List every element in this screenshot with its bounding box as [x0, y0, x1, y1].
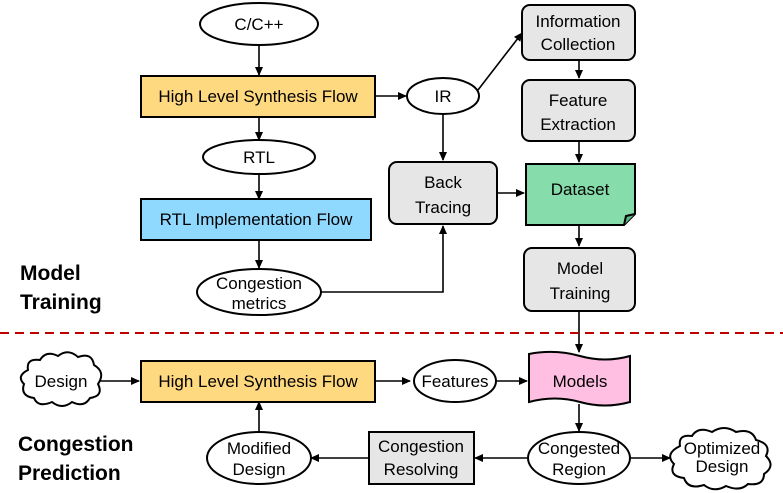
- node-congestion-metrics: Congestion metrics: [196, 268, 322, 316]
- section-label-prediction: Congestion Prediction: [18, 433, 134, 485]
- edges: [99, 32, 671, 462]
- edge-ir-to-info: [477, 32, 523, 91]
- node-model-training-line1: Model: [557, 259, 603, 278]
- section-prediction-line2: Prediction: [18, 462, 121, 485]
- node-info-collection-line1: Information: [535, 12, 620, 31]
- node-dataset-label: Dataset: [551, 180, 610, 199]
- node-rtl-impl: RTL Implementation Flow: [140, 198, 372, 241]
- node-rtl: RTL: [202, 139, 316, 175]
- node-ir: IR: [406, 77, 480, 115]
- node-rtl-impl-label: RTL Implementation Flow: [160, 210, 353, 229]
- node-congestion-metrics-line2: metrics: [232, 294, 287, 313]
- node-congestion-resolving-line1: Congestion: [378, 437, 464, 456]
- node-cpp-label: C/C++: [234, 15, 283, 34]
- node-hls-bottom-label: High Level Synthesis Flow: [158, 372, 358, 391]
- section-label-training: Model Training: [20, 262, 102, 314]
- node-models: Models: [528, 350, 631, 407]
- node-design: Design: [19, 351, 103, 407]
- node-congested-region: Congested Region: [527, 431, 631, 485]
- node-feature-extraction: Feature Extraction: [521, 79, 636, 142]
- section-training-line2: Training: [20, 291, 102, 314]
- node-back-tracing: Back Tracing: [388, 161, 498, 225]
- node-hls-top: High Level Synthesis Flow: [140, 75, 376, 118]
- section-prediction-line1: Congestion: [18, 433, 134, 456]
- node-modified-design-line2: Design: [233, 460, 286, 479]
- node-back-tracing-line2: Tracing: [415, 198, 471, 217]
- node-congestion-metrics-line1: Congestion: [216, 274, 302, 293]
- node-optimized-design-line2: Design: [696, 457, 749, 476]
- node-hls-bottom: High Level Synthesis Flow: [140, 360, 376, 403]
- node-modified-design: Modified Design: [206, 431, 312, 485]
- node-feature-extraction-line1: Feature: [549, 91, 608, 110]
- node-hls-top-label: High Level Synthesis Flow: [158, 87, 358, 106]
- node-optimized-design-line1: Optimized: [684, 439, 761, 458]
- node-ir-label: IR: [435, 87, 452, 106]
- edge-metrics-to-backtracing: [321, 225, 447, 293]
- node-info-collection: Information Collection: [521, 4, 636, 61]
- node-model-training: Model Training: [523, 247, 636, 312]
- node-models-label: Models: [553, 372, 608, 391]
- node-features: Features: [413, 359, 497, 403]
- section-training-line1: Model: [20, 262, 81, 285]
- node-features-label: Features: [421, 372, 488, 391]
- node-feature-extraction-line2: Extraction: [540, 115, 616, 134]
- node-rtl-label: RTL: [243, 148, 275, 167]
- node-optimized-design: Optimized Design: [669, 427, 772, 491]
- node-modified-design-line1: Modified: [227, 439, 291, 458]
- node-dataset: Dataset: [525, 163, 636, 226]
- node-congestion-resolving-line2: Resolving: [384, 460, 459, 479]
- node-cpp: C/C++: [199, 2, 319, 46]
- node-congestion-resolving: Congestion Resolving: [368, 431, 475, 485]
- node-model-training-line2: Training: [550, 284, 611, 303]
- node-info-collection-line2: Collection: [541, 35, 616, 54]
- node-design-label: Design: [35, 372, 88, 391]
- node-back-tracing-line1: Back: [424, 173, 462, 192]
- node-congested-region-line2: Region: [552, 460, 606, 479]
- node-congested-region-line1: Congested: [538, 439, 620, 458]
